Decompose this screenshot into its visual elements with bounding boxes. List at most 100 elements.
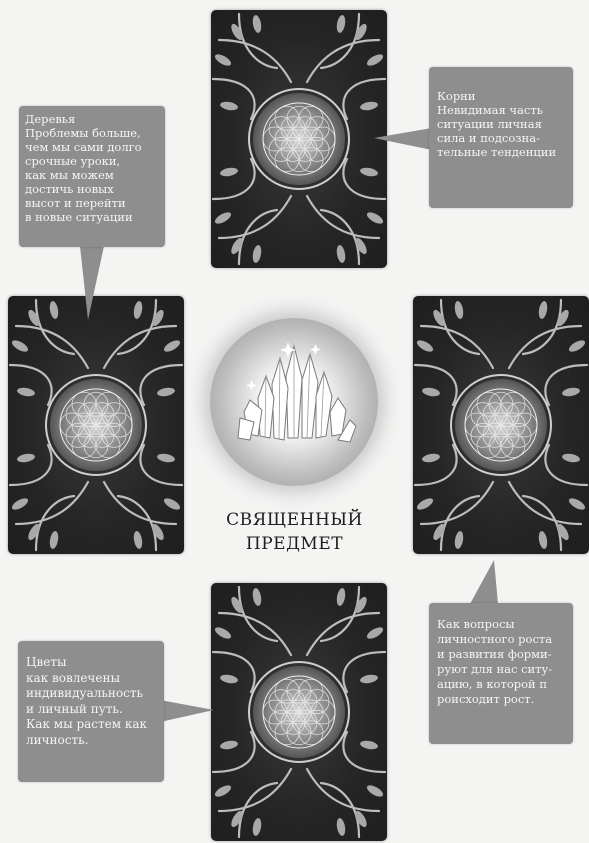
swirl-line (213, 652, 255, 692)
leaf-shape (213, 210, 233, 226)
leaf-shape (251, 817, 262, 836)
leaf-shape (251, 587, 262, 606)
leaf-shape (213, 783, 233, 799)
flowers-callout-pointer (160, 700, 214, 722)
swirl-line (343, 652, 385, 692)
flower-of-life-icon (249, 89, 349, 189)
flower-of-life-icon (249, 662, 349, 762)
leaf-shape (561, 452, 580, 463)
trees-callout-line: в новые ситуации (25, 210, 157, 224)
leaf-shape (359, 673, 378, 684)
swirl-line (213, 159, 255, 199)
leaf-shape (219, 166, 238, 177)
swirl-line (213, 79, 255, 119)
flower-of-life-icon (451, 375, 551, 475)
leaf-shape (219, 100, 238, 111)
growth-callout-line: личностного роста (437, 632, 565, 647)
swirl-line (10, 365, 52, 405)
roots-callout-line: Невидимая часть (437, 103, 565, 117)
leaf-shape (561, 386, 580, 397)
trees-callout-line: чем мы сами долго (25, 140, 157, 154)
flowers-callout-line: Цветы (26, 655, 156, 671)
leaf-shape (335, 587, 346, 606)
flowers-callout-line: Как мы растем как (26, 717, 156, 733)
growth-callout: Как вопросы личностного роста и развития… (429, 603, 573, 744)
leaf-shape (213, 52, 233, 68)
swirl-line (415, 365, 457, 405)
roots-callout-line: тельные тенденции (437, 145, 565, 159)
flowers-callout: Цветы как вовлечены индивидуальность и л… (18, 641, 164, 782)
growth-callout-line: и развития форми- (437, 647, 565, 662)
leaf-shape (251, 244, 262, 263)
roots-callout-line: сила и подсозна- (437, 131, 565, 145)
swirl-line (10, 445, 52, 485)
swirl-line (343, 159, 385, 199)
roots-callout-line: Корни (437, 89, 565, 103)
trees-callout-line: Проблемы больше, (25, 126, 157, 140)
leaf-shape (48, 300, 59, 319)
growth-callout-pointer (470, 560, 498, 604)
center-title-line2: ПРЕДМЕТ (0, 532, 589, 556)
crystal-orb (210, 318, 378, 486)
leaf-shape (156, 452, 175, 463)
growth-callout-line: Как вопросы (437, 617, 565, 632)
leaf-shape (162, 338, 182, 354)
trees-callout-line: как мы можем (25, 168, 157, 182)
card-top (211, 10, 387, 268)
swirl-line (140, 365, 182, 405)
leaf-shape (537, 300, 548, 319)
trees-callout-line: достичь новых (25, 182, 157, 196)
flower-of-life-icon (46, 375, 146, 475)
leaf-shape (335, 244, 346, 263)
leaf-shape (219, 739, 238, 750)
swirl-line (213, 732, 255, 772)
flowers-callout-line: личность. (26, 733, 156, 749)
center-title-line1: СВЯЩЕННЫЙ (0, 508, 589, 532)
swirl-line (343, 79, 385, 119)
roots-callout: Корни Невидимая часть ситуации личная си… (429, 67, 573, 208)
leaf-shape (415, 338, 435, 354)
leaf-shape (359, 100, 378, 111)
card-back-art (211, 10, 387, 268)
growth-callout-line: руют для нас ситу- (437, 662, 565, 677)
swirl-line (343, 732, 385, 772)
swirl-line (140, 445, 182, 485)
flowers-callout-line: индивидуальность (26, 686, 156, 702)
swirl-line (545, 445, 587, 485)
leaf-shape (251, 14, 262, 33)
swirl-line (415, 445, 457, 485)
leaf-shape (365, 783, 385, 799)
leaf-shape (421, 386, 440, 397)
flowers-callout-line: как вовлечены (26, 671, 156, 687)
growth-callout-line: ацию, в которой п (437, 677, 565, 692)
leaf-shape (16, 452, 35, 463)
leaf-shape (567, 338, 587, 354)
roots-callout-line: ситуации личная (437, 117, 565, 131)
leaf-shape (421, 452, 440, 463)
crystal-icon (210, 318, 378, 486)
leaf-shape (365, 625, 385, 641)
card-bottom (211, 583, 387, 841)
trees-callout: Деревья Проблемы больше, чем мы сами дол… (19, 106, 165, 247)
leaf-shape (335, 817, 346, 836)
leaf-shape (365, 210, 385, 226)
leaf-shape (335, 14, 346, 33)
leaf-shape (359, 739, 378, 750)
leaf-shape (16, 386, 35, 397)
flowers-callout-line: и личный путь. (26, 702, 156, 718)
card-back-art (211, 583, 387, 841)
swirl-line (545, 365, 587, 405)
leaf-shape (359, 166, 378, 177)
leaf-shape (156, 386, 175, 397)
leaf-shape (213, 625, 233, 641)
leaf-shape (219, 673, 238, 684)
trees-callout-line: Деревья (25, 112, 157, 126)
leaf-shape (132, 300, 143, 319)
trees-callout-line: срочные уроки, (25, 154, 157, 168)
center-title: СВЯЩЕННЫЙ ПРЕДМЕТ (0, 508, 589, 556)
growth-callout-line: роисходит рост. (437, 692, 565, 707)
leaf-shape (10, 338, 30, 354)
leaf-shape (453, 300, 464, 319)
leaf-shape (365, 52, 385, 68)
trees-callout-line: высот и перейти (25, 196, 157, 210)
